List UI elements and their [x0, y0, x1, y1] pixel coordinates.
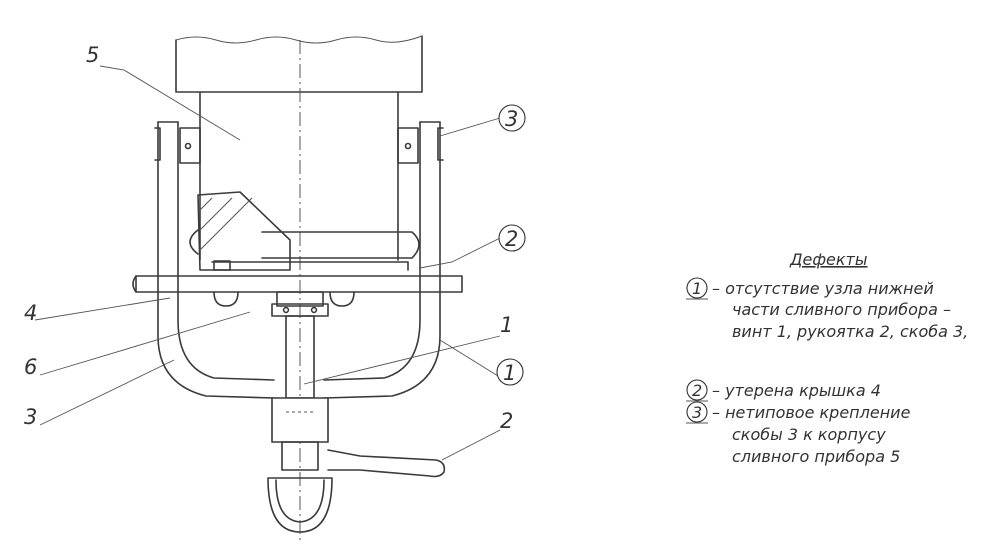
drain-device-body	[175, 35, 423, 540]
legend-marker-2-text: 2	[692, 381, 702, 400]
side-mounts	[179, 127, 419, 164]
callout-6: 6	[24, 355, 37, 379]
legend-marker-3	[686, 401, 708, 423]
legend-marker-1-text: 1	[692, 279, 702, 298]
defects-legend: Дефекты 1 – отсутствие узла нижней части…	[686, 250, 968, 466]
callout-2-circle	[498, 224, 526, 252]
legend-item-3-line-2: скобы 3 к корпусу	[732, 425, 886, 444]
cover-plate	[132, 275, 463, 317]
callout-3-left: 3	[24, 405, 37, 429]
callout-1-mid: 1	[500, 313, 513, 337]
callout-3-circle	[498, 104, 526, 132]
callout-4: 4	[24, 301, 37, 325]
screw	[267, 315, 333, 533]
leader-lines	[34, 65, 501, 461]
callout-1-circle-shape	[496, 358, 524, 386]
legend-item-2-line-1: – утерена крышка 4	[712, 381, 881, 400]
callout-5: 5	[86, 43, 99, 67]
handle	[327, 449, 446, 478]
callout-2-mid: 2	[505, 227, 518, 251]
wedge-mechanism	[189, 191, 420, 271]
legend-marker-2	[686, 379, 708, 401]
legend-item-3-line-3: сливного прибора 5	[732, 447, 900, 466]
legend-title: Дефекты	[789, 250, 867, 269]
legend-item-1-line-2: части сливного прибора –	[732, 300, 951, 319]
legend-marker-1	[686, 277, 708, 299]
legend-item-1-line-3: винт 1, рукоятка 2, скоба 3,	[732, 322, 968, 341]
callout-2-bottom: 2	[500, 409, 513, 433]
callout-3-top: 3	[505, 107, 518, 131]
legend-item-1-line-1: – отсутствие узла нижней	[712, 279, 934, 298]
legend-marker-3-text: 3	[692, 403, 702, 422]
callout-1-circle: 1	[503, 361, 516, 385]
legend-item-3-line-1: – нетиповое крепление	[712, 403, 911, 422]
clamp	[154, 121, 444, 399]
